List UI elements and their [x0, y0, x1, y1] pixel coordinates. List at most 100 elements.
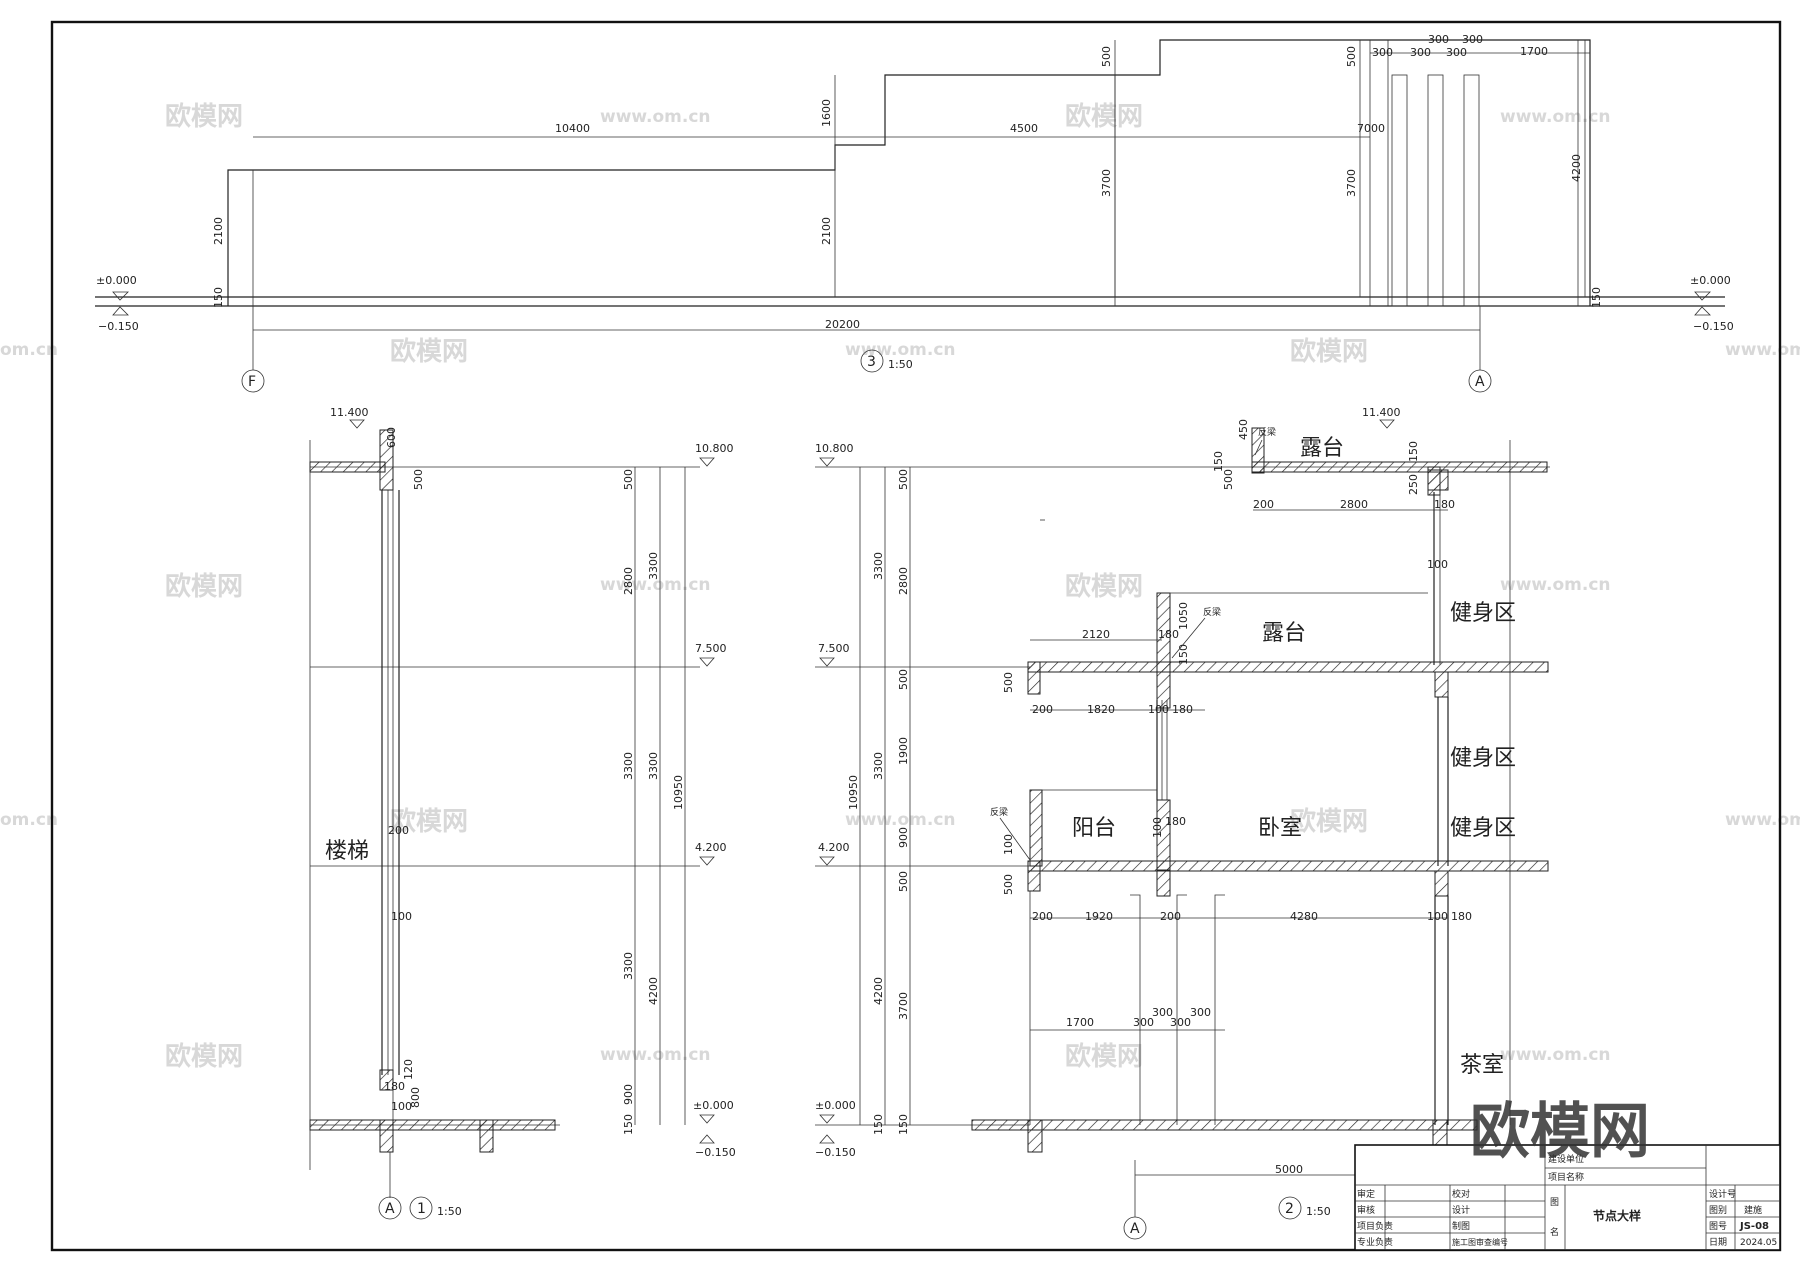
dim-label: 4280: [1290, 910, 1318, 923]
dim-label: 800: [409, 1087, 422, 1108]
watermark-layer: 欧模网 www.om.cn 欧模网 www.om.cn om.cn 欧模网 ww…: [0, 101, 1800, 1072]
level-triangle: [349, 419, 365, 429]
dim-label: 300: [1410, 46, 1431, 59]
dim-label: 150: [1177, 644, 1190, 665]
dim-label: 200: [1253, 498, 1274, 511]
drawing-scale: 1:50: [888, 358, 913, 371]
level-triangle: [699, 1114, 715, 1124]
door-line: [1130, 894, 1141, 1125]
dim-label: 2100: [212, 217, 225, 245]
dim-label: 3300: [622, 752, 635, 780]
tb-label: 图别: [1709, 1205, 1727, 1216]
level-mark: ±0.000: [693, 1099, 734, 1112]
watermark: 欧模网: [390, 336, 468, 367]
dim-label: 10400: [555, 122, 590, 135]
drawing-index-bubble: [1278, 1196, 1302, 1220]
watermark: www.om.cn: [600, 107, 711, 127]
dim-label: 150: [872, 1114, 885, 1135]
dim-label: 900: [622, 1084, 635, 1105]
beam: [1027, 661, 1041, 695]
dim-label: 3700: [1100, 169, 1113, 197]
dim-label: 180: [1172, 703, 1193, 716]
floor-slab: [1027, 860, 1549, 872]
footing: [479, 1119, 494, 1153]
dim-label: 10950: [672, 775, 685, 810]
door-line: [1176, 894, 1187, 1125]
leader-line: [1171, 617, 1206, 659]
dim-label: 150: [1212, 451, 1225, 472]
dim-label: 3300: [622, 952, 635, 980]
dim-label: 200: [1160, 910, 1181, 923]
dim-label: 3300: [647, 552, 660, 580]
leader-line: [1254, 439, 1263, 456]
room-label-stair: 楼梯: [325, 839, 369, 864]
axis-label: F: [248, 374, 256, 390]
room-label-terrace: 露台: [1300, 436, 1344, 461]
dim-label: 3700: [897, 992, 910, 1020]
dim-label: 180: [1451, 910, 1472, 923]
room-label-fitness: 健身区: [1450, 816, 1516, 841]
dim-label: 7000: [1357, 122, 1385, 135]
level-triangle: [1694, 306, 1711, 316]
level-triangle: [1694, 291, 1711, 301]
axis-bubble-a: [1468, 369, 1492, 393]
dim-label: 100: [1148, 703, 1169, 716]
watermark: 欧模网: [165, 571, 243, 602]
level-mark: ±0.000: [815, 1099, 856, 1112]
facade-fin: [1427, 74, 1444, 307]
dim-label: 100: [1151, 817, 1164, 838]
level-triangle: [819, 1114, 835, 1124]
tb-label: 校对: [1452, 1188, 1470, 1200]
beam: [1156, 870, 1171, 897]
dim-label: 2120: [1082, 628, 1110, 641]
level-triangle: [819, 856, 835, 866]
watermark: 欧模网: [165, 101, 243, 132]
room-label-fitness: 健身区: [1450, 746, 1516, 771]
room-label-balcony: 阳台: [1072, 816, 1116, 841]
level-mark: −0.150: [98, 320, 139, 333]
watermark: 欧模网: [1290, 336, 1368, 367]
dim-label: 100: [391, 910, 412, 923]
axis-bubble-a: [1123, 1216, 1147, 1240]
watermark: 欧模网: [1290, 806, 1368, 837]
drawing-scale: 1:50: [437, 1205, 462, 1218]
watermark: www.om.cn: [845, 810, 956, 830]
level-triangle: [699, 856, 715, 866]
dim-label: 1600: [820, 99, 833, 127]
sill: [379, 1069, 394, 1091]
beam: [1427, 469, 1449, 491]
watermark: om.cn: [0, 810, 58, 830]
dim-label: 180: [1165, 815, 1186, 828]
tb-value: JS-08: [1739, 1221, 1769, 1232]
level-mark: −0.150: [815, 1146, 856, 1159]
dim-label: 3300: [647, 752, 660, 780]
ground-slab: [309, 1119, 556, 1131]
footing: [1027, 1119, 1043, 1153]
dim-label: 200: [1032, 910, 1053, 923]
dim-label: 500: [897, 871, 910, 892]
axis-label: A: [1130, 1221, 1140, 1237]
dim-label: 600: [385, 427, 398, 448]
elevation-3: 10400 4500 7000 20200 1700 300 300 300 3…: [95, 33, 1734, 393]
dim-label: 300: [1133, 1016, 1154, 1029]
dim-label: 150: [1407, 441, 1420, 462]
dim-label: 100: [1427, 910, 1448, 923]
tb-label: 设计号: [1709, 1188, 1736, 1200]
tb-label: 图: [1550, 1197, 1559, 1208]
level-mark: ±0.000: [96, 274, 137, 287]
tb-label: 设计: [1452, 1204, 1470, 1216]
tb-value: 建施: [1744, 1204, 1762, 1216]
beam: [1027, 860, 1041, 892]
door-line: [1214, 894, 1225, 1125]
drawing-index: 2: [1285, 1201, 1294, 1217]
level-triangle: [699, 1134, 715, 1144]
dim-label: 500: [1002, 672, 1015, 693]
dim-label: 4200: [872, 977, 885, 1005]
level-mark: 7.500: [818, 642, 850, 655]
dim-label: 3300: [872, 552, 885, 580]
level-triangle: [699, 457, 715, 467]
tb-label: 审核: [1357, 1204, 1375, 1216]
dim-label: 120: [402, 1059, 415, 1080]
dim-label: 5000: [1275, 1163, 1303, 1176]
title-block: 审定 审核 项目负责 专业负责 校对 设计 制图 施工图审查编号 建设单位 项目…: [1354, 1144, 1781, 1251]
